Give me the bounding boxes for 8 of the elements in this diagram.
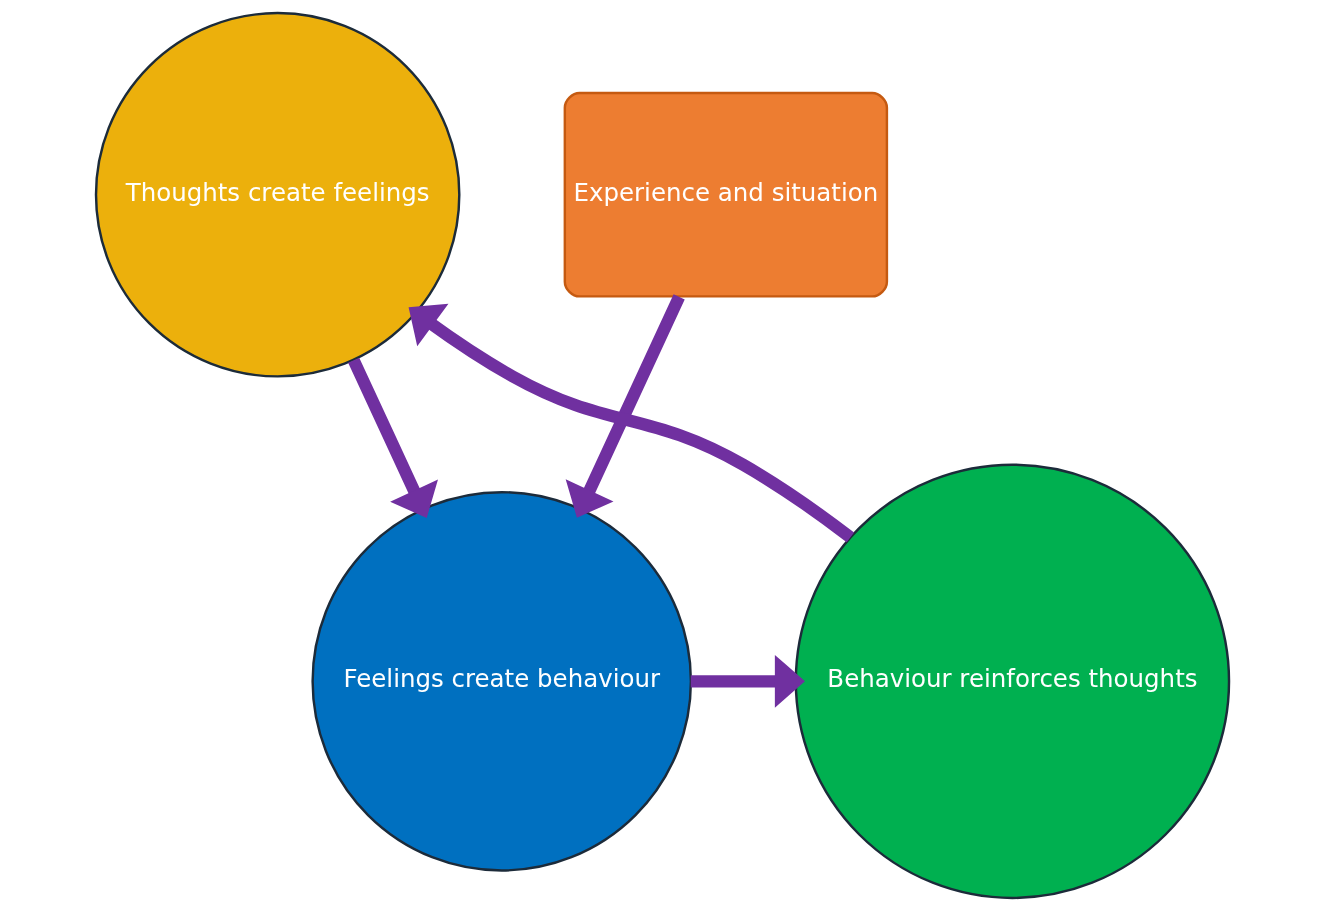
node-circle: Behaviour reinforces thoughts bbox=[794, 463, 1230, 900]
arrow bbox=[565, 294, 685, 518]
node-box: Experience and situation bbox=[563, 91, 888, 298]
arrow bbox=[347, 357, 438, 518]
node-circle: Feelings create behaviour bbox=[310, 490, 692, 872]
arrow bbox=[690, 654, 805, 708]
arrow bbox=[408, 303, 854, 543]
node-circle: Thoughts create feelings bbox=[94, 11, 461, 378]
